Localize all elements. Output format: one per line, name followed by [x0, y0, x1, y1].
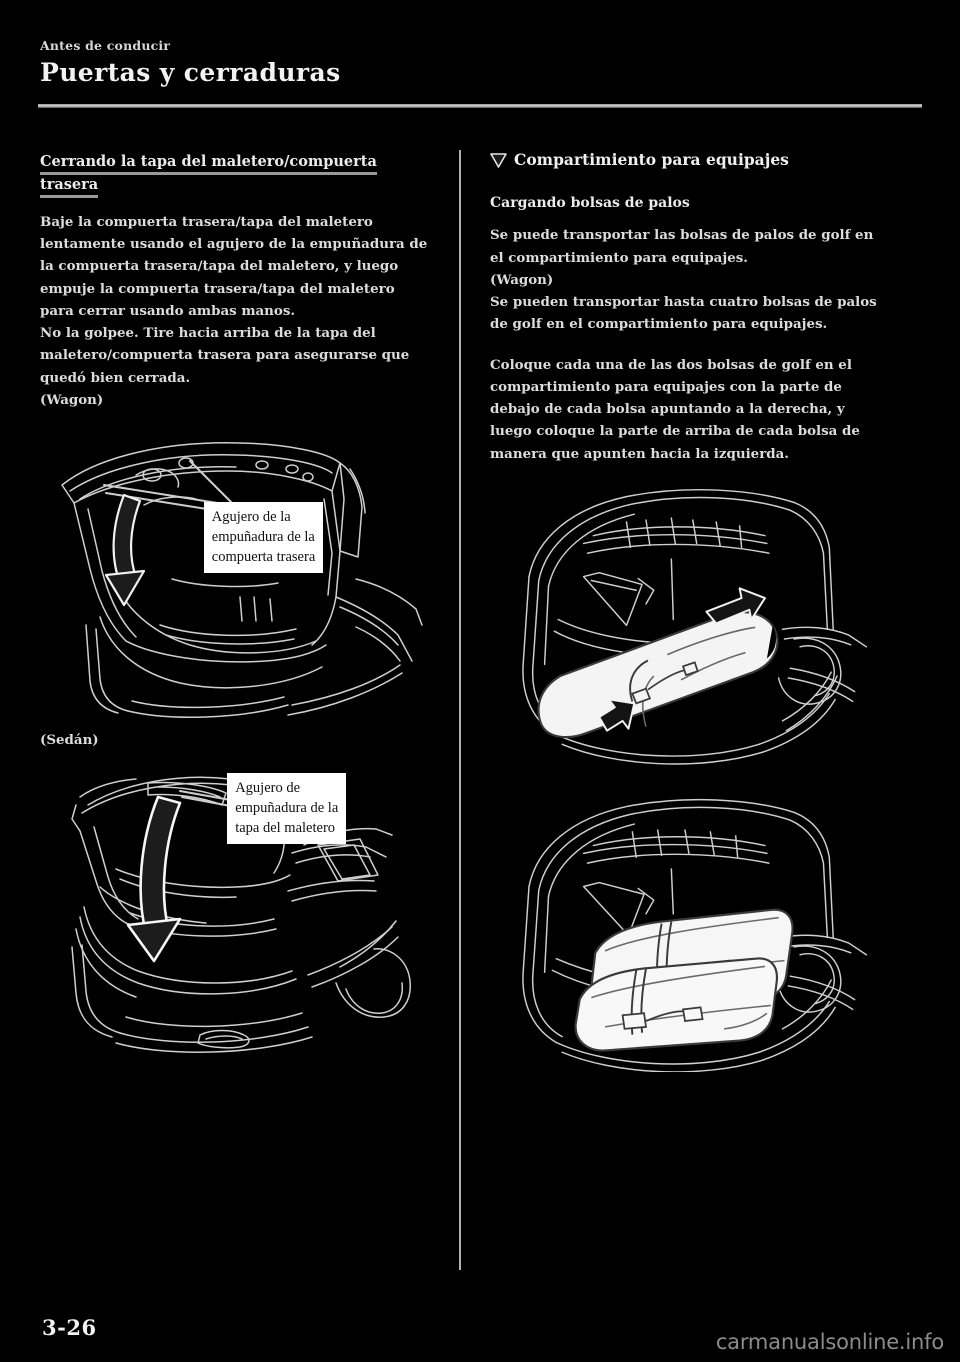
- left-section-heading-text: Cerrando la tapa del maletero/compuerta …: [40, 153, 377, 199]
- golf-bag-front-shape: [574, 957, 778, 1052]
- left-variant-wagon-label: (Wagon): [40, 391, 104, 408]
- wagon-tailgate-figure: Agujero de la empuñadura de la compuerta…: [40, 429, 430, 719]
- wagon-tailgate-illustration: [61, 442, 423, 719]
- close-direction-arrow-icon: [126, 796, 182, 963]
- cargo-one-golf-bag-figure: [490, 483, 880, 776]
- close-direction-arrow-icon: [104, 494, 146, 607]
- left-body-text: Baje la compuerta trasera/tapa del malet…: [40, 213, 428, 386]
- column-divider-rule: [459, 150, 461, 1270]
- golf-bag-shape: [537, 611, 779, 739]
- right-body-text-2: Se pueden transportar hasta cuatro bolsa…: [490, 294, 877, 333]
- site-watermark: carmanualsonline.info: [715, 1330, 944, 1354]
- cargo-one-golf-bag-illustration: [522, 488, 868, 765]
- cargo-two-golf-bags-figure: [490, 789, 880, 1073]
- sedan-trunk-callout: Agujero de empuñadura de la tapa del mal…: [227, 773, 347, 845]
- bag-top-direction-arrow-icon: [705, 587, 766, 625]
- left-section-heading: Cerrando la tapa del maletero/compuerta …: [40, 150, 430, 199]
- page-header: Antes de conducir Puertas y cerraduras: [40, 38, 920, 88]
- left-variant-sedan-label: (Sedán): [40, 732, 99, 749]
- wagon-tailgate-callout: Agujero de la empuñadura de la compuerta…: [203, 501, 324, 573]
- right-body-text-3: Coloque cada una de las dos bolsas de go…: [490, 356, 860, 462]
- cargo-two-golf-bags-illustration: [522, 799, 868, 1073]
- right-column: Compartimiento para equipajes Cargando b…: [490, 150, 880, 1073]
- page-number: 3-26: [42, 1315, 97, 1340]
- sedan-trunk-figure: Agujero de empuñadura de la tapa del mal…: [40, 761, 430, 1061]
- right-body-text-1: Se puede transportar las bolsas de palos…: [490, 227, 874, 266]
- page-title: Puertas y cerraduras: [40, 58, 341, 87]
- sedan-trunk-illustration: [71, 777, 411, 1054]
- right-section-heading: Compartimiento para equipajes: [490, 150, 880, 169]
- right-sub-heading: Cargando bolsas de palos: [490, 195, 690, 212]
- triangle-down-icon: [490, 153, 507, 168]
- chapter-label: Antes de conducir: [40, 38, 171, 53]
- header-divider-rule: [38, 104, 922, 108]
- bag-bottom-direction-arrow-icon: [598, 698, 636, 732]
- right-section-heading-text: Compartimiento para equipajes: [514, 150, 789, 169]
- right-variant-wagon-label: (Wagon): [490, 271, 554, 288]
- left-column: Cerrando la tapa del maletero/compuerta …: [40, 150, 430, 1061]
